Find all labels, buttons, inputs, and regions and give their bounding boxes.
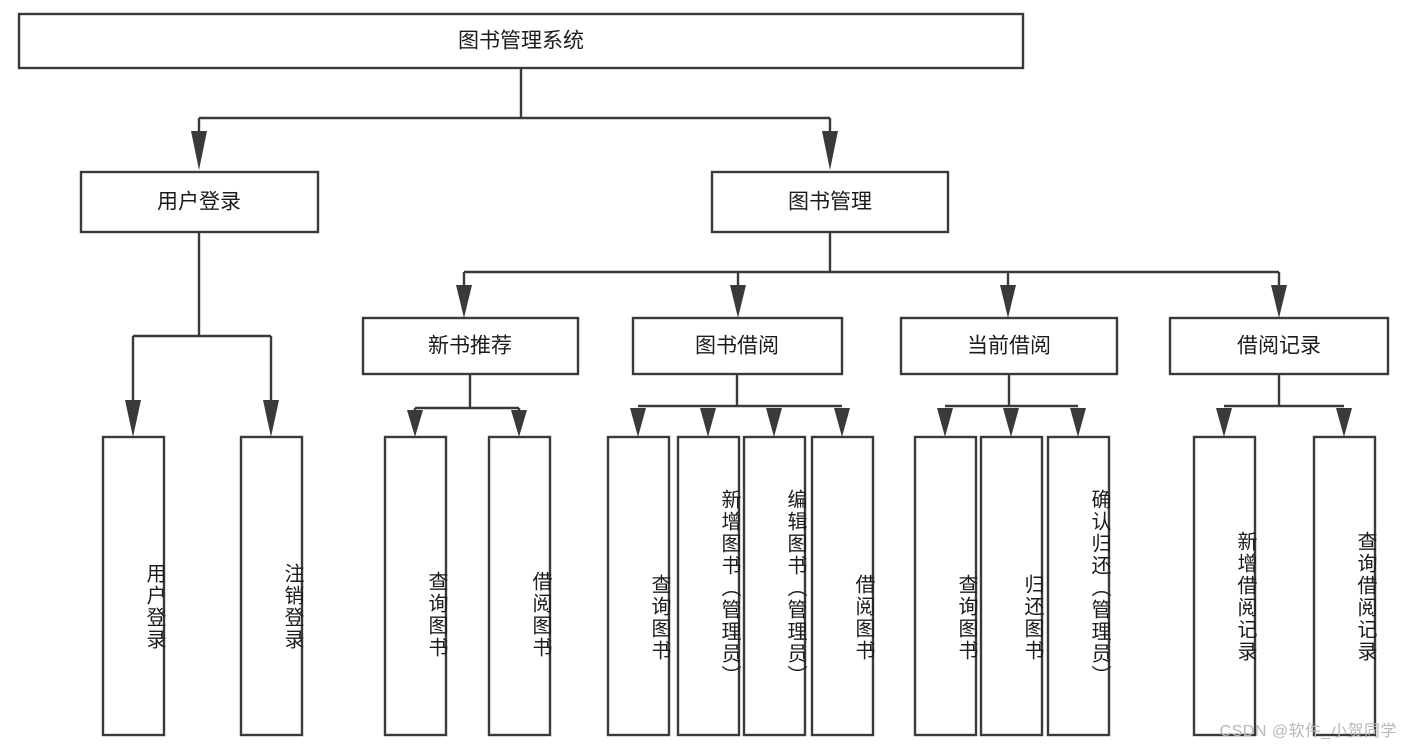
arrowhead-userlogin-leaf-1 [125, 400, 141, 437]
node-book-management-box[interactable] [710, 170, 950, 234]
node-current-borrow-label: 当前借阅 [967, 335, 1051, 358]
leaf-box-user-login-2[interactable] [239, 435, 304, 737]
leaf-box-book-borrow-2[interactable] [676, 435, 741, 737]
leaf-box-current-borrow-3[interactable] [1046, 435, 1111, 737]
arrowhead-currentborrow-leaf-1 [937, 408, 953, 437]
arrowhead-to-new-book [456, 285, 472, 318]
node-new-book-recommend-label: 新书推荐 [428, 335, 512, 358]
arrowhead-root-to-book-mgmt [822, 131, 838, 170]
node-book-borrow[interactable]: 图书借阅 [631, 316, 844, 376]
leaf-box-current-borrow-2[interactable] [979, 435, 1044, 737]
arrowhead-to-book-borrow [730, 285, 746, 318]
node-current-borrow-box[interactable] [899, 316, 1119, 376]
node-user-login-label: 用户登录 [157, 191, 241, 214]
node-borrow-record-label: 借阅记录 [1237, 335, 1321, 358]
node-borrow-record[interactable]: 借阅记录 [1168, 316, 1390, 376]
node-book-borrow-box[interactable] [631, 316, 844, 376]
leaf-box-user-login-1[interactable] [101, 435, 166, 737]
arrowhead-root-to-user-login [191, 131, 207, 170]
node-user-login[interactable]: 用户登录 [79, 170, 320, 234]
node-borrow-record-box[interactable] [1168, 316, 1390, 376]
leaf-box-book-borrow-1[interactable] [606, 435, 671, 737]
node-root-box[interactable] [17, 12, 1025, 70]
leaf-box-book-borrow-3[interactable] [742, 435, 807, 737]
arrowhead-borrowrecord-leaf-1 [1216, 408, 1232, 437]
arrowhead-newbook-leaf-2 [511, 410, 527, 437]
leaf-box-borrow-record-1[interactable] [1192, 435, 1257, 737]
arrowhead-to-current-borrow [1000, 285, 1016, 318]
arrowhead-bookborrow-leaf-4 [834, 408, 850, 437]
node-book-management-label: 图书管理 [788, 191, 872, 214]
arrowhead-currentborrow-leaf-2 [1003, 408, 1019, 437]
arrowhead-bookborrow-leaf-1 [630, 408, 646, 437]
node-new-book-recommend-box[interactable] [361, 316, 580, 376]
csdn-watermark: CSDN @软件_小贺同学 [1219, 723, 1397, 740]
leaf-box-current-borrow-1[interactable] [913, 435, 978, 737]
arrowhead-to-borrow-record [1271, 285, 1287, 318]
node-root-label: 图书管理系统 [458, 30, 584, 53]
leaf-box-borrow-record-2[interactable] [1312, 435, 1377, 737]
arrowhead-bookborrow-leaf-3 [766, 408, 782, 437]
node-new-book-recommend[interactable]: 新书推荐 [361, 316, 580, 376]
arrowhead-borrowrecord-leaf-2 [1336, 408, 1352, 437]
arrowhead-newbook-leaf-1 [407, 410, 423, 437]
leaf-box-new-book-1[interactable] [383, 435, 448, 737]
node-current-borrow[interactable]: 当前借阅 [899, 316, 1119, 376]
node-book-borrow-label: 图书借阅 [695, 335, 779, 358]
node-root[interactable]: 图书管理系统 [17, 12, 1025, 70]
leaf-box-book-borrow-4[interactable] [810, 435, 875, 737]
node-book-management[interactable]: 图书管理 [710, 170, 950, 234]
arrowhead-currentborrow-leaf-3 [1070, 408, 1086, 437]
leaf-box-new-book-2[interactable] [487, 435, 552, 737]
arrowhead-userlogin-leaf-2 [263, 400, 279, 437]
arrowhead-bookborrow-leaf-2 [700, 408, 716, 437]
